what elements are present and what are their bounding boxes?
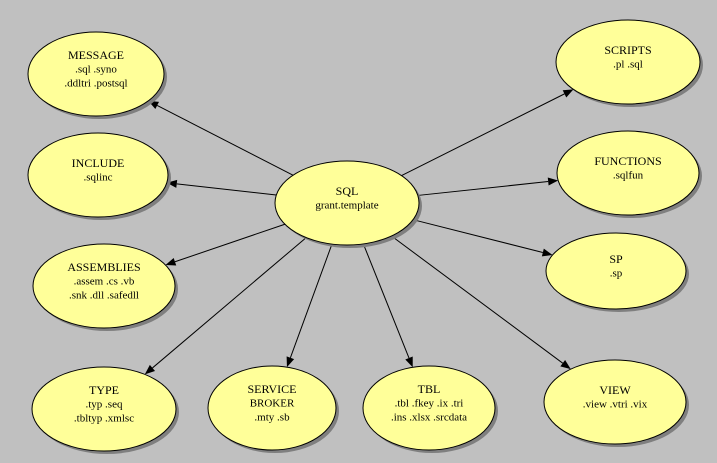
node-title: SQL: [336, 184, 359, 198]
node-ellipse: [556, 130, 700, 216]
edge-line: [152, 237, 307, 369]
node-message: MESSAGE .sql .syno .ddltri .postsql: [27, 31, 167, 119]
node-assemblies: ASSEMBLIES .assem .cs .vb .snk .dll .safed…: [32, 243, 178, 331]
node-ellipse: [31, 366, 177, 452]
edge-sql-to-view: [391, 235, 571, 370]
arrowhead: [562, 89, 574, 98]
node-title: SERVICE: [247, 382, 296, 396]
node-extensions: .view .vtri .vix: [583, 399, 648, 411]
edge-line: [176, 183, 277, 196]
node-extensions: .sql .syno: [75, 64, 117, 76]
edge-line: [401, 93, 565, 177]
node-tbl: TBL .tbl .fkey .ix .tri .ins .xlsx .srcdat…: [362, 365, 498, 453]
edge-sql-to-include: [166, 179, 277, 196]
node-title: ASSEMBLIES: [67, 260, 140, 274]
node-extensions: .sqlinc: [83, 172, 112, 184]
node-extensions: .mty .sb: [254, 412, 290, 424]
node-ellipse: [545, 232, 687, 310]
edge-sql-to-scripts: [401, 89, 574, 177]
node-extensions: .typ .seq: [86, 399, 123, 411]
edge-line: [289, 243, 333, 358]
node-sp: SP .sp: [545, 232, 689, 312]
node-scripts: SCRIPTS .pl .sql: [555, 19, 703, 107]
node-extensions: .snk .dll .safedll: [69, 290, 139, 302]
arrowhead: [405, 356, 413, 368]
node-ellipse: [274, 160, 420, 246]
edge-sql-to-service-broker: [286, 243, 333, 368]
edge-line: [174, 223, 286, 263]
node-extensions: .ddltri .postsql: [64, 78, 127, 90]
node-extensions: .sp: [610, 268, 623, 280]
nodes-layer: SQL grant.template MESSAGE .sql .syno .ddltr…: [27, 19, 703, 454]
node-extensions: .sqlfun: [613, 170, 644, 182]
node-title: TBL: [418, 382, 441, 396]
node-title: SP: [609, 252, 623, 266]
edge-sql-to-functions: [417, 177, 559, 196]
edge-line: [412, 219, 543, 253]
node-ellipse: [555, 19, 701, 105]
node-extensions: .tbl .fkey .ix .tri: [395, 398, 464, 410]
node-extensions: .assem .cs .vb: [74, 276, 135, 288]
node-title: INCLUDE: [72, 156, 125, 170]
edges-layer: [144, 89, 574, 375]
node-view: VIEW .view .vtri .vix: [543, 359, 689, 447]
node-extensions: .pl .sql: [613, 59, 643, 71]
node-title: SCRIPTS: [604, 43, 651, 57]
node-extensions: .ins .xlsx .srcdata: [391, 412, 467, 424]
edge-sql-to-sp: [412, 219, 553, 257]
node-functions: FUNCTIONS .sqlfun: [556, 130, 702, 218]
node-title: VIEW: [599, 383, 631, 397]
arrowhead: [166, 179, 178, 188]
node-ellipse: [543, 359, 687, 445]
edge-sql-to-type: [144, 237, 307, 375]
node-ellipse: [27, 31, 165, 117]
node-ellipse: [32, 243, 176, 329]
arrowhead: [144, 364, 156, 375]
edge-line: [391, 235, 564, 364]
node-service-broker: SERVICE BROKER .mty .sb: [207, 365, 339, 453]
node-title: MESSAGE: [68, 48, 124, 62]
arrowhead: [165, 257, 177, 266]
edge-line: [362, 243, 410, 359]
node-ellipse: [207, 365, 337, 451]
arrowhead: [560, 359, 571, 370]
edge-sql-to-tbl: [362, 243, 413, 368]
node-type: TYPE .typ .seq .tbltyp .xmlsc: [31, 366, 179, 454]
node-extensions: grant.template: [315, 200, 378, 212]
node-extensions: BROKER: [250, 398, 295, 410]
arrowhead: [286, 356, 295, 368]
node-ellipse: [27, 132, 169, 218]
arrowhead: [541, 248, 553, 257]
node-extensions: .tbltyp .xmlsc: [74, 413, 134, 425]
node-include: INCLUDE .sqlinc: [27, 132, 171, 220]
edge-sql-to-message: [148, 100, 294, 176]
edge-line: [156, 104, 294, 176]
edge-line: [417, 181, 549, 196]
arrowhead: [547, 177, 559, 186]
node-title: FUNCTIONS: [594, 154, 661, 168]
node-sql: SQL grant.template: [274, 160, 422, 248]
node-ellipse: [362, 365, 496, 451]
node-title: TYPE: [89, 383, 119, 397]
edge-sql-to-assemblies: [165, 223, 286, 266]
